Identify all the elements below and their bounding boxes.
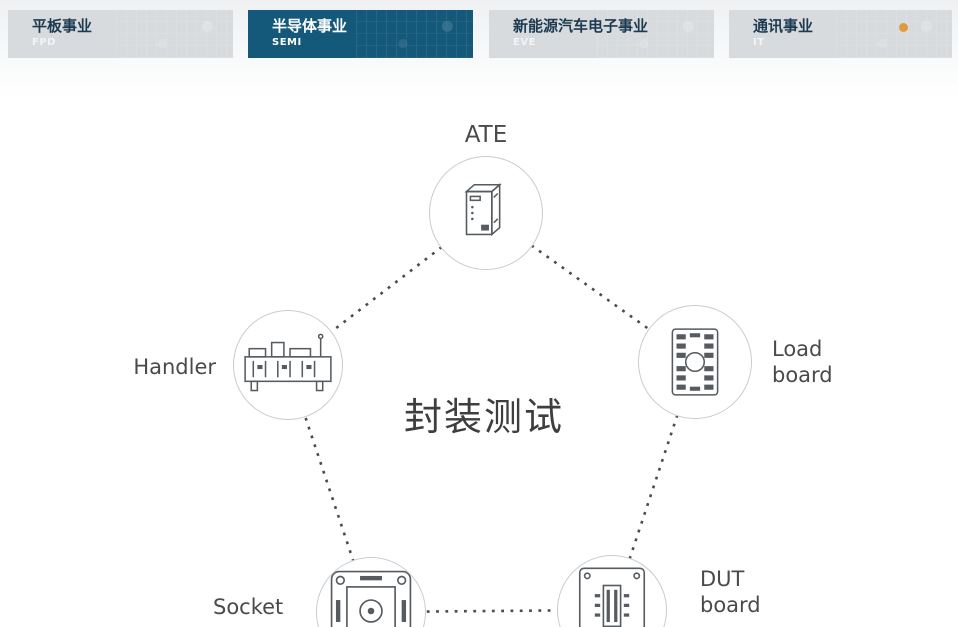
ate-tester-icon — [447, 174, 525, 252]
node-ate — [429, 156, 543, 270]
dut-board-icon — [571, 564, 653, 627]
node-handler — [233, 310, 343, 420]
tab-sublabel: FPD — [32, 37, 56, 48]
tab-it[interactable]: 通讯事业 IT — [729, 10, 952, 58]
tab-eve[interactable]: 新能源汽车电子事业 EVE — [489, 10, 714, 58]
socket-icon — [325, 565, 417, 627]
node-label-load-board: Load board — [772, 337, 833, 387]
handler-machine-icon — [239, 326, 337, 404]
tab-label: 通讯事业 — [753, 17, 814, 35]
node-label-ate: ATE — [464, 122, 508, 148]
circuit-pattern-decor — [356, 10, 473, 58]
tab-fpd[interactable]: 平板事业 FPD — [8, 10, 233, 58]
circuit-pattern-decor — [116, 10, 233, 58]
tab-label: 平板事业 — [32, 17, 93, 35]
tab-semi[interactable]: 半导体事业 SEMI — [248, 10, 473, 58]
node-label-dut-board: DUT board — [700, 567, 761, 617]
tab-sublabel: EVE — [513, 37, 536, 48]
tab-label: 新能源汽车电子事业 — [513, 17, 649, 35]
node-dut-board — [557, 555, 667, 627]
node-load-board — [638, 305, 752, 419]
tab-sublabel: SEMI — [272, 37, 302, 48]
node-label-handler: Handler — [133, 355, 216, 379]
tab-label: 半导体事业 — [272, 17, 348, 35]
load-board-icon — [664, 325, 726, 399]
orange-dot-decor — [899, 23, 908, 32]
node-socket — [316, 557, 426, 627]
diagram-center-title: 封装测试 — [403, 395, 564, 439]
node-label-socket: Socket — [213, 595, 284, 619]
circuit-pattern-decor — [597, 10, 714, 58]
circuit-pattern-decor — [836, 10, 952, 58]
tab-sublabel: IT — [753, 37, 765, 48]
